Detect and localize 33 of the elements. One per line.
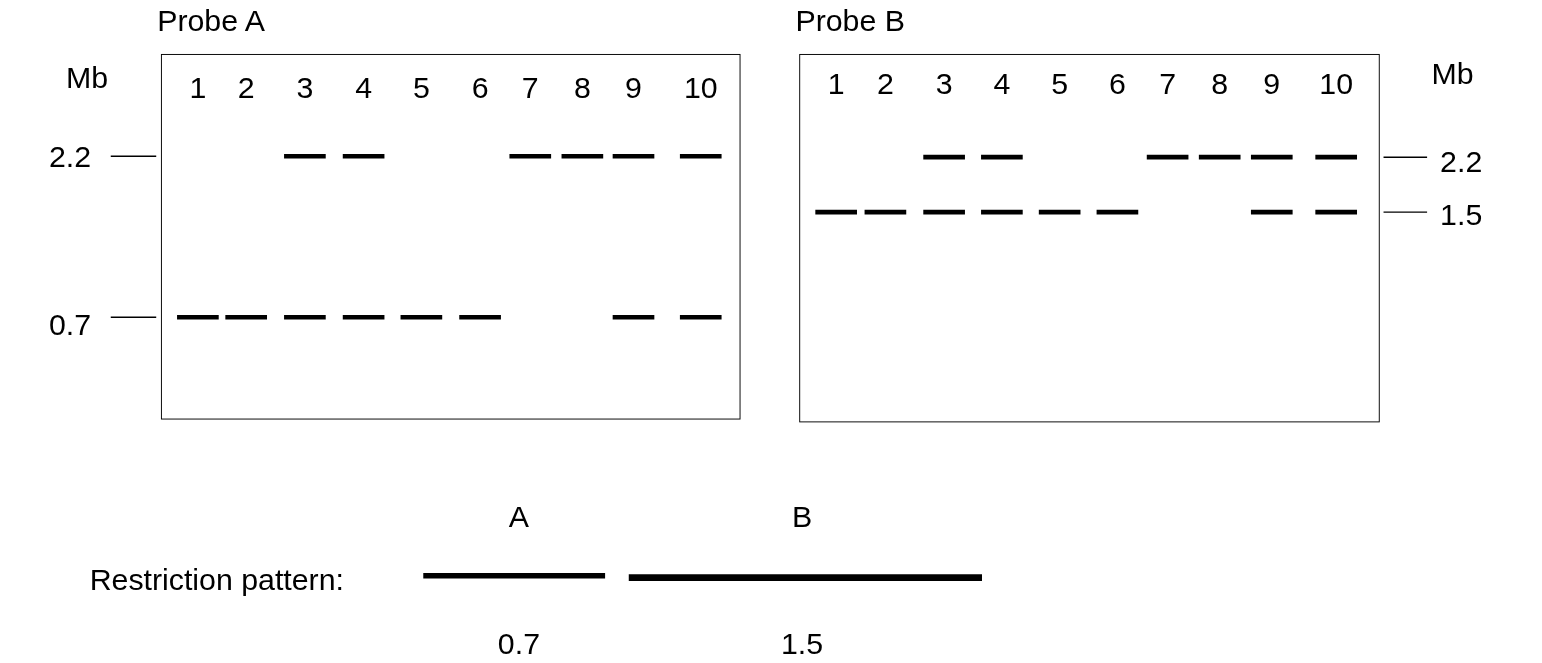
lane-number: 4 [355, 72, 373, 104]
size-marker: 1.5 [1440, 199, 1483, 231]
fragment-size: 1.5 [781, 628, 824, 660]
lane-number: 8 [573, 72, 591, 104]
lane-number: 4 [993, 68, 1011, 99]
lane-number: 6 [1109, 68, 1126, 99]
lane-number: 1 [189, 72, 207, 104]
lane-number: 2 [877, 68, 894, 99]
lane-number: 9 [625, 72, 642, 104]
lane-number: 8 [1211, 68, 1229, 99]
size-marker: 0.7 [49, 309, 92, 340]
size-marker: 2.2 [1440, 146, 1483, 178]
lane-number: 7 [521, 72, 539, 104]
lane-number: 2 [237, 72, 255, 104]
size-marker: 2.2 [49, 141, 92, 172]
lane-number: 10 [1319, 68, 1354, 99]
fragment-name: B [791, 500, 813, 532]
panel-heading: Probe A [157, 5, 265, 36]
lane-number: 10 [683, 72, 718, 104]
lane-number: 5 [1051, 68, 1069, 99]
panel-heading: Probe B [795, 5, 905, 36]
fragment-name: A [508, 500, 529, 532]
lane-number: 9 [1263, 68, 1281, 99]
fragment-size: 0.7 [497, 628, 540, 660]
lane-number: 3 [296, 72, 314, 104]
size-unit: Mb [66, 62, 109, 93]
row-label: Restriction pattern: [89, 564, 344, 595]
lane-number: 5 [412, 72, 430, 104]
lane-number: 7 [1159, 68, 1177, 99]
lane-number: 3 [935, 68, 953, 99]
lane-number: 6 [471, 72, 489, 104]
lane-number: 1 [827, 68, 845, 99]
size-unit: Mb [1431, 58, 1474, 89]
